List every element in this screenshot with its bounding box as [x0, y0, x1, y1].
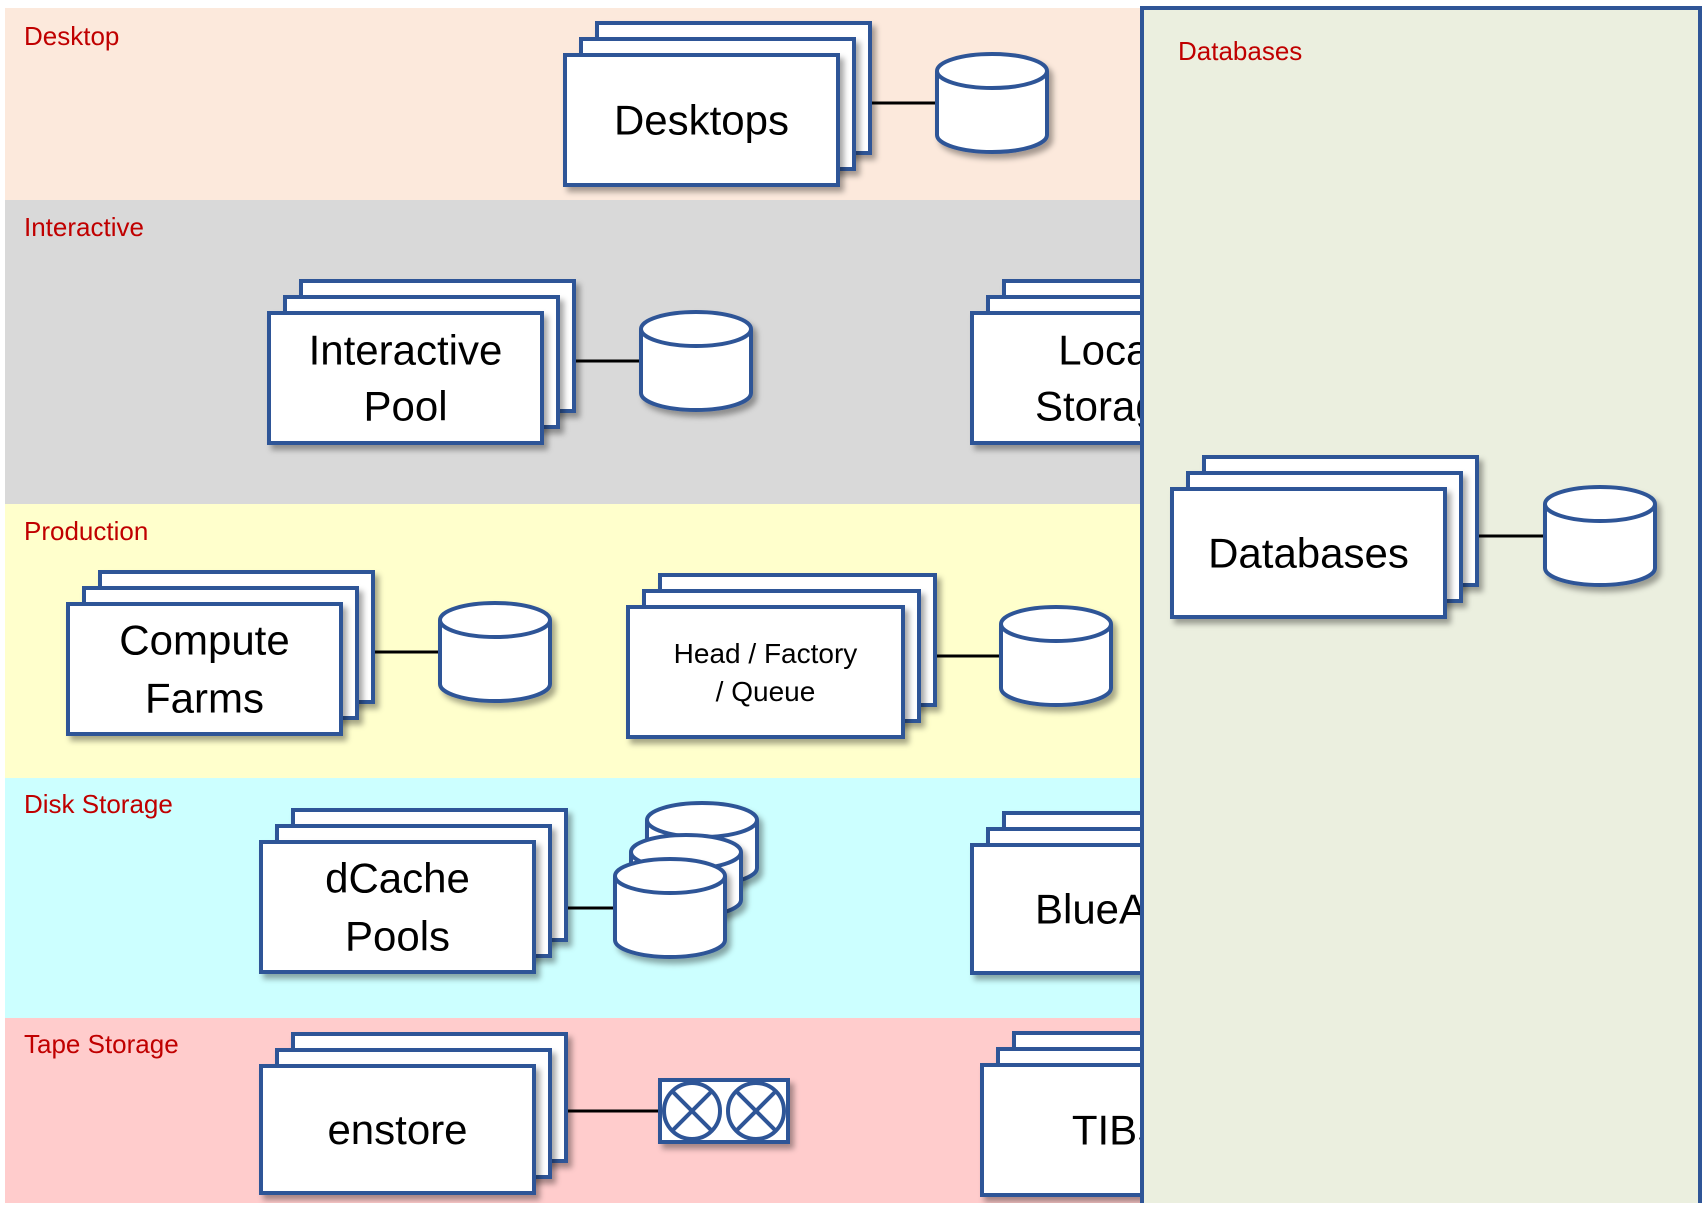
head-factory-queue-nodes-cylinder-icon [999, 605, 1113, 707]
node-enstore: enstore [259, 1032, 790, 1195]
dcache-pools-box-front [259, 840, 536, 974]
node-head-factory-queue-nodes: Head / Factory/ Queue [626, 573, 1113, 739]
dcache-pools-stacked-cylinders-icon [613, 801, 759, 959]
band-disk-storage-label: Disk Storage [24, 789, 173, 819]
compute-farms-box-front [66, 602, 343, 736]
enstore-tape-drive-icon [658, 1078, 790, 1144]
enstore-label: enstore [327, 1106, 467, 1153]
cylinder-icon [613, 857, 727, 959]
band-interactive-label: Interactive [24, 212, 144, 242]
interactive-pool-cylinder-icon [639, 310, 753, 412]
interactive-pool-box-front [267, 311, 544, 445]
head-factory-queue-nodes-label: Head / Factory/ Queue [674, 638, 858, 707]
enstore-box-front [259, 1064, 536, 1195]
desktops-label: Desktops [614, 97, 789, 144]
databases-box-front [1170, 487, 1447, 619]
head-factory-queue-nodes-box-front [626, 605, 905, 739]
desktops-box-front [563, 53, 840, 187]
compute-farms-cylinder-icon [438, 601, 552, 703]
band-production-label: Production [24, 516, 148, 546]
band-desktop-label: Desktop [24, 21, 119, 51]
databases-panel-label: Databases [1178, 36, 1302, 66]
node-databases: Databases [1170, 455, 1657, 619]
desktops-cylinder-icon [935, 52, 1049, 154]
node-desktops: Desktops [563, 21, 1049, 187]
databases-label: Databases [1208, 530, 1409, 577]
databases-cylinder-icon [1543, 485, 1657, 587]
band-tape-storage-label: Tape Storage [24, 1029, 179, 1059]
